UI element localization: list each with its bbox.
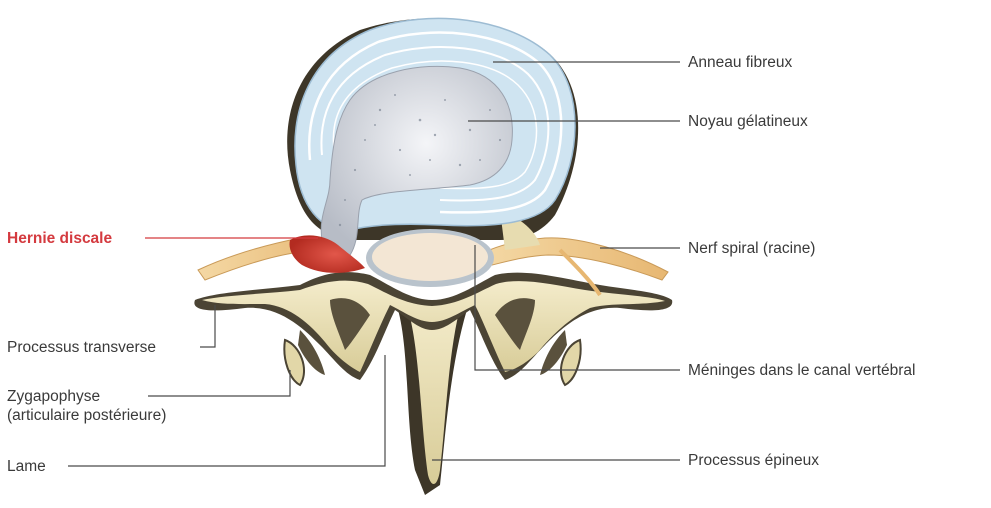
leader-zygapophyse: [148, 370, 290, 396]
label-noyau-gelatineux: Noyau gélatineux: [688, 112, 808, 131]
label-anneau-fibreux: Anneau fibreux: [688, 53, 792, 72]
label-meninges: Méninges dans le canal vertébral: [688, 361, 915, 380]
label-nerf-spiral: Nerf spiral (racine): [688, 239, 815, 258]
label-zygapophyse-detail: (articulaire postérieure): [7, 406, 166, 425]
label-processus-transverse: Processus transverse: [7, 338, 156, 357]
label-zygapophyse: Zygapophyse: [7, 387, 100, 406]
leader-transverse: [200, 305, 215, 347]
label-lame: Lame: [7, 457, 46, 476]
label-hernie-discale: Hernie discale: [7, 229, 112, 248]
label-processus-epineux: Processus épineux: [688, 451, 819, 470]
